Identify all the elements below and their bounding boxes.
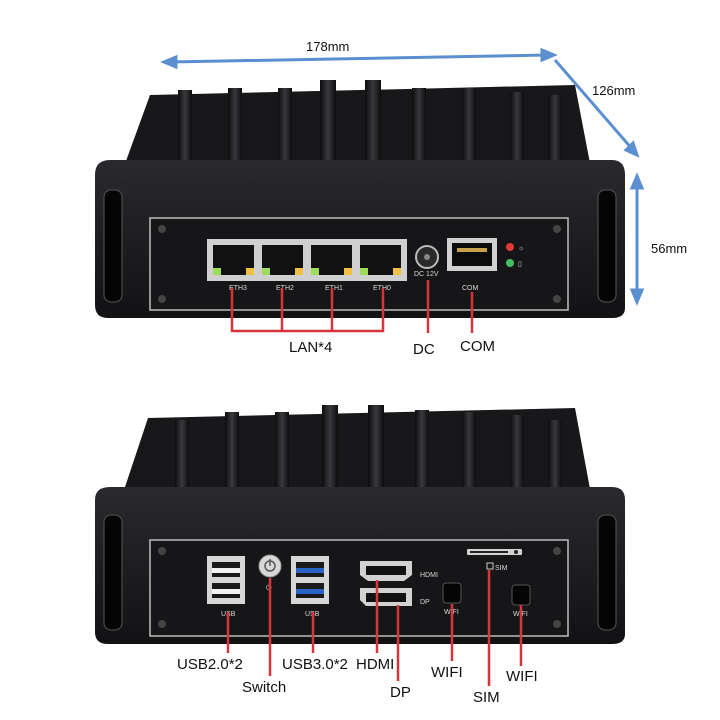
bottom-callout-lines bbox=[226, 570, 523, 686]
mini-pc-top-view: ETH3 ETH2 ETH1 ETH0 DC 12V COM ☼ ▯ bbox=[95, 80, 625, 318]
sim-icon bbox=[486, 562, 494, 570]
height-dimension-label: 56mm bbox=[651, 241, 688, 256]
dimension-lines bbox=[160, 47, 645, 306]
sim-card-slot bbox=[467, 549, 522, 555]
sun-icon: ☼ bbox=[518, 245, 524, 252]
wifi-left-callout-label: WIFI bbox=[431, 664, 463, 681]
depth-dimension-label: 126mm bbox=[592, 83, 636, 98]
hdmi-port-label: HDMI bbox=[420, 572, 438, 579]
dc-callout-label: DC bbox=[413, 341, 435, 358]
usb2-port-stack bbox=[207, 556, 245, 604]
width-dimension-label: 178mm bbox=[306, 39, 350, 54]
dc-port-label: DC 12V bbox=[414, 271, 439, 278]
mini-pc-front-view: USB ⏻ USB HDMI DP WIFI bbox=[95, 405, 625, 644]
com-callout-label: COM bbox=[460, 338, 495, 355]
sim-port-label: SIM bbox=[495, 565, 508, 572]
ethernet-port-eth1 bbox=[311, 245, 352, 275]
displayport-port bbox=[360, 588, 412, 606]
wifi-antenna-port-right bbox=[511, 584, 531, 606]
dp-port-label: DP bbox=[420, 599, 430, 606]
eth3-port-label: ETH3 bbox=[229, 285, 247, 292]
eth1-port-label: ETH1 bbox=[325, 285, 343, 292]
ethernet-port-eth2 bbox=[262, 245, 303, 275]
drive-icon: ▯ bbox=[518, 261, 522, 268]
hdmi-callout-label: HDMI bbox=[356, 656, 395, 673]
usb3-callout-label: USB3.0*2 bbox=[282, 656, 348, 673]
power-led bbox=[506, 243, 514, 251]
top-callout-lines bbox=[230, 280, 474, 333]
usb3-port-stack bbox=[291, 556, 329, 604]
wifi-right-callout-label: WIFI bbox=[506, 668, 538, 685]
ethernet-port-eth3 bbox=[213, 245, 254, 275]
wifi-antenna-port-left bbox=[442, 582, 462, 604]
usb2-callout-label: USB2.0*2 bbox=[177, 656, 243, 673]
power-button bbox=[258, 554, 282, 578]
sim-callout-label: SIM bbox=[473, 689, 500, 706]
hdmi-port bbox=[360, 561, 412, 581]
dp-callout-label: DP bbox=[390, 684, 411, 701]
switch-callout-label: Switch bbox=[242, 679, 287, 696]
dc-power-jack bbox=[415, 245, 439, 269]
eth2-port-label: ETH2 bbox=[276, 285, 294, 292]
com-port-label: COM bbox=[462, 285, 479, 292]
com-port bbox=[447, 238, 497, 271]
activity-led bbox=[506, 259, 514, 267]
lan-callout-label: LAN*4 bbox=[289, 339, 333, 356]
ethernet-port-eth0 bbox=[360, 245, 401, 275]
